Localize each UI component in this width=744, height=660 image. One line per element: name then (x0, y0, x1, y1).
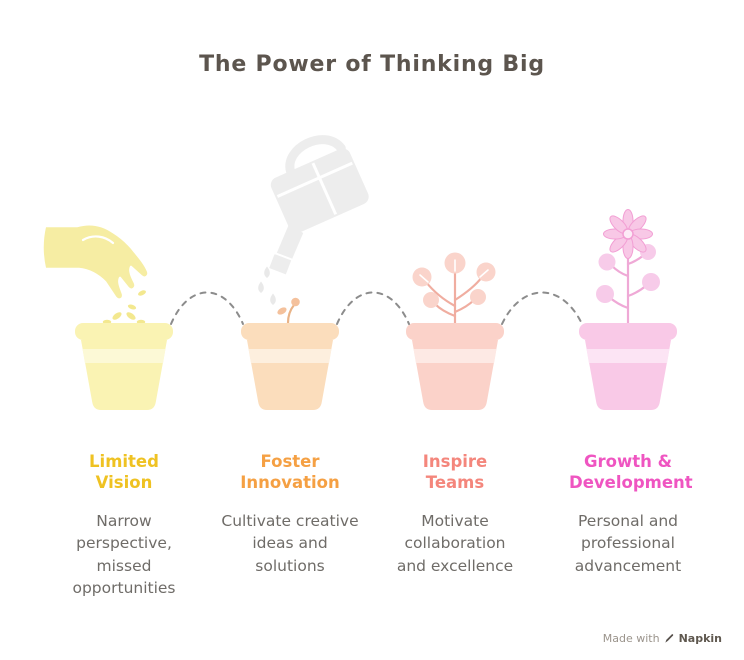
pot (406, 323, 504, 410)
pot-rim (75, 323, 173, 340)
pen-icon (664, 634, 673, 643)
pot (75, 323, 173, 410)
pot-stripe (82, 349, 166, 363)
pot (241, 323, 339, 410)
watermark-brand: Napkin (678, 632, 722, 645)
pot-stripe (248, 349, 332, 363)
hand-planting-seeds-icon (41, 223, 173, 410)
pot-stripe (413, 349, 497, 363)
seedling-plant-icon (406, 252, 504, 410)
pot-rim (406, 323, 504, 340)
stage-description: Cultivate creative ideas and solutions (221, 511, 359, 575)
connector-arc-3 (498, 280, 586, 330)
hand-icon (41, 223, 150, 301)
water-drops-icon (258, 266, 276, 305)
flower-icon (603, 209, 653, 259)
stage-heading: Foster Innovation (240, 452, 340, 493)
sprout-icon (277, 297, 300, 325)
stage-description: Motivate collaboration and excellence (396, 511, 514, 575)
pot (579, 323, 677, 410)
falling-seeds-icon (126, 288, 148, 311)
stage-heading: Limited Vision (89, 452, 159, 493)
seeds-on-soil-icon (101, 310, 147, 326)
stage-limited-vision: Limited Vision Narrow perspective, misse… (38, 130, 210, 600)
pot-rim (241, 323, 339, 340)
pot-stripe (586, 349, 670, 363)
stage-heading: Inspire Teams (422, 452, 488, 493)
flowering-plant-icon (579, 209, 677, 410)
pot-rim (579, 323, 677, 340)
stage-heading: Growth & Development (569, 452, 693, 493)
stage-description: Personal and professional advancement (574, 511, 682, 575)
leaf-veins (419, 259, 489, 283)
watering-can-sprout-icon (241, 135, 369, 410)
watering-can-icon (266, 135, 369, 277)
stage-description: Narrow perspective, missed opportunities (72, 511, 176, 598)
watermark-prefix: Made with (602, 632, 660, 645)
stage-inspire-teams: Inspire Teams Motivate collaboration and… (369, 130, 541, 577)
seedling-leaves (412, 252, 496, 308)
page-title: The Power of Thinking Big (199, 52, 545, 77)
stage-growth-development: Growth & Development Personal and profes… (542, 130, 714, 577)
watermark: Made with Napkin (603, 632, 722, 645)
connector-arc-2 (333, 280, 413, 330)
stage-foster-innovation: Foster Innovation Cultivate creative ide… (204, 130, 376, 577)
connector-arc-1 (167, 280, 247, 330)
